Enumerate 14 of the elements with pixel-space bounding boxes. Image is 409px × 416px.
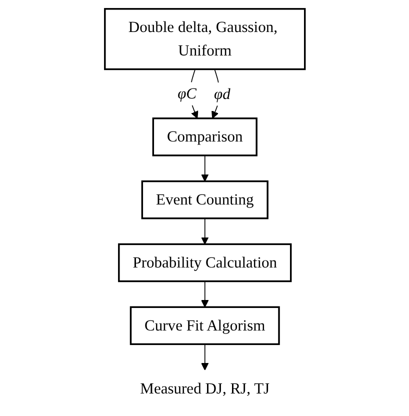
arrow	[200, 154, 208, 182]
arrow	[189, 68, 198, 119]
node-box: Event Counting	[140, 180, 268, 220]
edge-label: φd	[214, 85, 230, 102]
node-box: Probability Calculation	[118, 243, 292, 282]
arrow	[200, 344, 208, 370]
node-text: Measured DJ, RJ, TJ	[140, 380, 270, 397]
arrow	[200, 218, 208, 245]
node-box: Double delta, Gaussion, Uniform	[104, 8, 306, 70]
node-box: Curve Fit Algorism	[130, 306, 280, 346]
arrow	[211, 68, 220, 119]
arrow	[200, 280, 208, 308]
node-box: Comparison	[152, 118, 258, 156]
edge-label: φC	[177, 84, 196, 102]
